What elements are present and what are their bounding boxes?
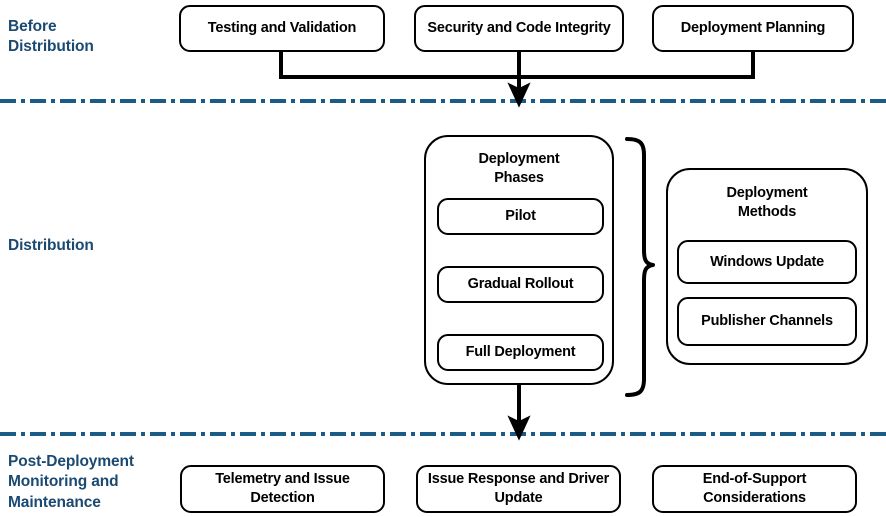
grouping-brace <box>625 137 655 397</box>
group-deployment-methods-title-line2: Methods <box>737 203 797 220</box>
stage-label-post-deployment: Post-Deployment Monitoring and Maintenan… <box>8 452 183 513</box>
node-telemetry-and-issue-detection[interactable]: Telemetry and Issue Detection <box>180 465 385 513</box>
stage-label-post-deployment-line1: Post-Deployment <box>8 453 134 470</box>
node-security-and-code-integrity[interactable]: Security and Code Integrity <box>414 5 624 52</box>
group-deployment-phases-title: Deployment Phases <box>426 150 612 187</box>
group-deployment-phases-title-line2: Phases <box>494 169 544 186</box>
stage-label-distribution-line1: Distribution <box>8 237 94 254</box>
stage-label-distribution: Distribution <box>8 236 168 256</box>
node-end-of-support-considerations[interactable]: End-of-Support Considerations <box>652 465 857 513</box>
group-deployment-methods-title: Deployment Methods <box>668 184 866 221</box>
stage-label-post-deployment-line3: Maintenance <box>8 493 101 511</box>
group-deployment-methods-title-line1: Deployment <box>726 185 808 201</box>
node-full-deployment[interactable]: Full Deployment <box>437 334 604 371</box>
node-publisher-channels[interactable]: Publisher Channels <box>677 297 857 346</box>
stage-label-before-distribution-line1: Before <box>8 18 57 35</box>
node-issue-response-and-driver-update[interactable]: Issue Response and Driver Update <box>416 465 621 513</box>
node-deployment-planning[interactable]: Deployment Planning <box>652 5 854 52</box>
node-windows-update[interactable]: Windows Update <box>677 240 857 284</box>
stage-label-post-deployment-line2: Monitoring and <box>8 473 119 491</box>
stage-label-before-distribution: Before Distribution <box>8 17 168 58</box>
node-gradual-rollout[interactable]: Gradual Rollout <box>437 266 604 303</box>
node-testing-and-validation[interactable]: Testing and Validation <box>179 5 385 52</box>
group-deployment-phases-title-line1: Deployment <box>478 151 560 167</box>
stage-label-before-distribution-line2: Distribution <box>8 38 94 56</box>
node-pilot[interactable]: Pilot <box>437 198 604 235</box>
